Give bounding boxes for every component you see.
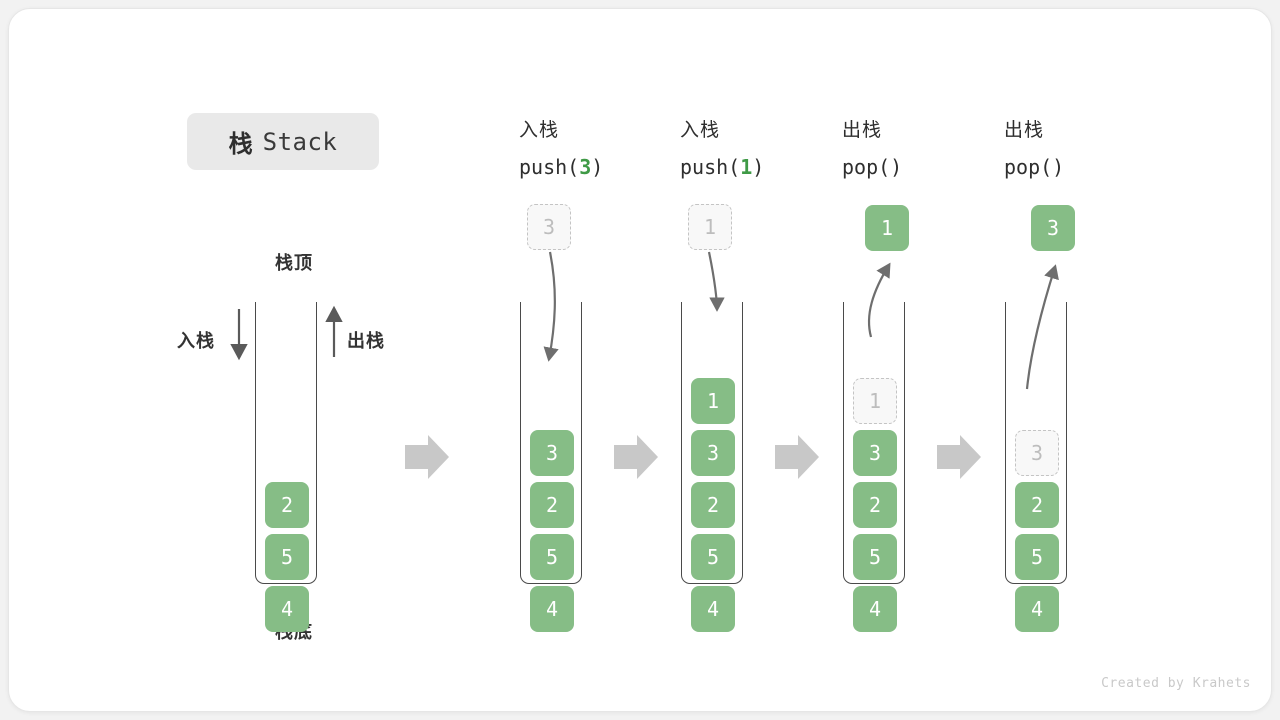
stack-container-initial: 2 5 4 [255,302,317,632]
push-curve-1 [707,251,725,312]
stack-cell: 5 [530,534,574,580]
stack-cell: 2 [265,482,309,528]
code-arg: 3 [579,155,592,179]
stack-cell: 4 [853,586,897,632]
title-cn: 栈 [228,131,254,158]
step-arrow-4 [937,435,981,479]
code-post: ) [890,155,903,179]
stack-cell: 2 [1015,482,1059,528]
stack-container-push-3: 3 2 5 4 [520,302,582,632]
column-header-code: push(1) [680,149,830,185]
stack-cell: 2 [853,482,897,528]
code-arg: 1 [740,155,753,179]
stack-cell: 3 [853,430,897,476]
stack-cell-ghost: 1 [853,378,897,424]
floating-ghost-element: 3 [527,204,571,250]
stack-cell: 5 [853,534,897,580]
label-pop-side: 出栈 [347,331,385,351]
popped-element: 1 [865,205,909,251]
column-header-cn: 入栈 [519,120,560,141]
code-pre: push( [519,155,580,179]
column-header-pop-3: 出栈 pop() [1004,113,1154,185]
floating-ghost-element: 1 [688,204,732,250]
stack-cell: 4 [1015,586,1059,632]
stack-cell: 2 [530,482,574,528]
stack-container-pop-1: 1 3 2 5 4 [843,302,905,632]
column-header-cn: 出栈 [1004,120,1045,141]
step-arrow-2 [614,435,658,479]
stack-cell: 4 [691,586,735,632]
stack-cell: 5 [1015,534,1059,580]
step-arrow-3 [775,435,819,479]
column-header-code: push(3) [519,149,669,185]
stack-cell: 1 [691,378,735,424]
diagram-stage: 栈 Stack 栈顶 栈底 入栈 出栈 入栈 push(3) 入栈 push(1… [9,9,1271,711]
stack-cell: 2 [691,482,735,528]
label-push-side: 入栈 [177,331,215,351]
code-pre: push( [680,155,741,179]
title-en: Stack [262,127,338,156]
footer-credit: Created by Krahets [1101,676,1251,691]
stack-cell: 5 [265,534,309,580]
diagram-card: 栈 Stack 栈顶 栈底 入栈 出栈 入栈 push(3) 入栈 push(1… [8,8,1272,712]
column-header-push-1: 入栈 push(1) [680,113,830,185]
popped-element: 3 [1031,205,1075,251]
column-header-code: pop() [1004,149,1154,185]
column-header-cn: 入栈 [680,120,721,141]
stack-container-push-1: 1 3 2 5 4 [681,302,743,632]
stack-container-pop-3: 3 2 5 4 [1005,302,1067,632]
stack-cell: 5 [691,534,735,580]
column-header-push-3: 入栈 push(3) [519,113,669,185]
code-post: ) [752,155,765,179]
column-header-code: pop() [842,149,992,185]
code-post: ) [1052,155,1065,179]
stack-cell: 3 [530,430,574,476]
code-post: ) [591,155,604,179]
stack-cell: 3 [691,430,735,476]
column-header-cn: 出栈 [842,120,883,141]
code-pre: pop( [1004,155,1053,179]
label-stack-top: 栈顶 [275,253,313,273]
stack-cell: 4 [265,586,309,632]
step-arrow-1 [405,435,449,479]
code-pre: pop( [842,155,891,179]
stack-cell: 4 [530,586,574,632]
column-header-pop-1: 出栈 pop() [842,113,992,185]
diagram-title: 栈 Stack [187,113,379,170]
stack-cell-ghost: 3 [1015,430,1059,476]
